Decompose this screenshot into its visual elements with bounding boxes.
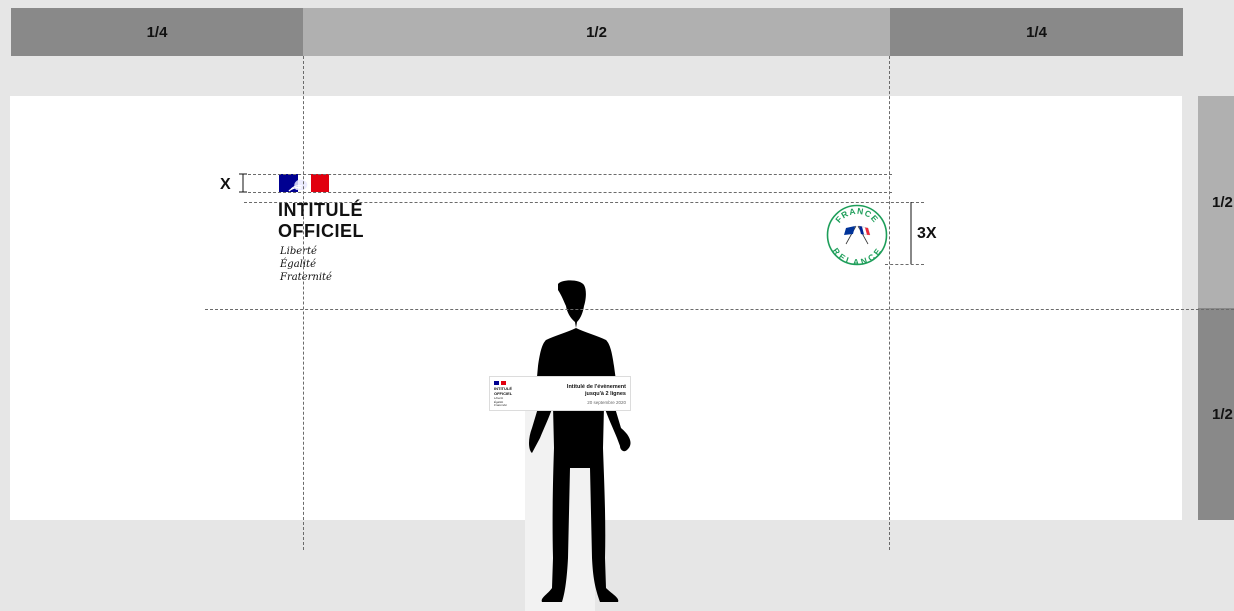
side-band-bottom-label: 1/2 xyxy=(1212,406,1233,423)
side-band-top-label: 1/2 xyxy=(1212,194,1233,211)
top-band-left-label: 1/4 xyxy=(147,24,168,41)
speaker-silhouette xyxy=(480,278,650,611)
logo-title: INTITULÉ OFFICIEL xyxy=(278,200,364,242)
top-band-right-label: 1/4 xyxy=(1026,24,1047,41)
top-band-center-label: 1/2 xyxy=(586,24,607,41)
marianne-flag-icon xyxy=(279,174,329,192)
side-band-top: 1/2 xyxy=(1198,96,1234,308)
top-band-right: 1/4 xyxy=(890,8,1183,56)
sign-marianne-flag-icon xyxy=(494,381,506,385)
sign-title-line2: jusqu'à 2 lignes xyxy=(567,391,626,398)
guide-vertical-right xyxy=(889,56,890,550)
france-relance-seal-icon: FRANCE RELANCE xyxy=(826,204,888,266)
top-band-left: 1/4 xyxy=(11,8,303,56)
sign-event-date: 20 septembre 2020 xyxy=(587,400,626,405)
sign-title-line1: Intitulé de l'évènement xyxy=(567,384,626,391)
podium-sign: INTITULÉ OFFICIEL Liberté Égalité Frater… xyxy=(490,377,630,410)
logo-title-line2: OFFICIEL xyxy=(278,221,364,242)
motto-liberte: Liberté xyxy=(280,245,332,258)
top-band-center: 1/2 xyxy=(303,8,890,56)
sign-motto: Liberté Égalité Fraternité xyxy=(494,397,507,408)
guide-logo-flag-bottom xyxy=(248,192,892,193)
guide-vertical-left xyxy=(303,56,304,550)
logo-title-line1: INTITULÉ xyxy=(278,200,364,221)
dimension-marker-x xyxy=(238,172,248,194)
side-band-bottom: 1/2 xyxy=(1198,308,1234,520)
motto-fraternite: Fraternité xyxy=(280,271,332,284)
logo-motto: Liberté Égalité Fraternité xyxy=(280,245,332,284)
guide-logo-flag-top xyxy=(248,174,892,175)
dimension-marker-3x xyxy=(905,200,917,266)
motto-egalite: Égalité xyxy=(280,258,332,271)
sign-logo-text: INTITULÉ OFFICIEL xyxy=(494,386,512,396)
sign-motto-3: Fraternité xyxy=(494,404,507,408)
dimension-label-x: X xyxy=(220,176,231,194)
guide-seal-top xyxy=(244,202,924,203)
sign-event-title: Intitulé de l'évènement jusqu'à 2 lignes xyxy=(567,384,626,398)
dimension-label-3x: 3X xyxy=(917,225,937,243)
guide-horizontal-center xyxy=(205,309,1234,310)
